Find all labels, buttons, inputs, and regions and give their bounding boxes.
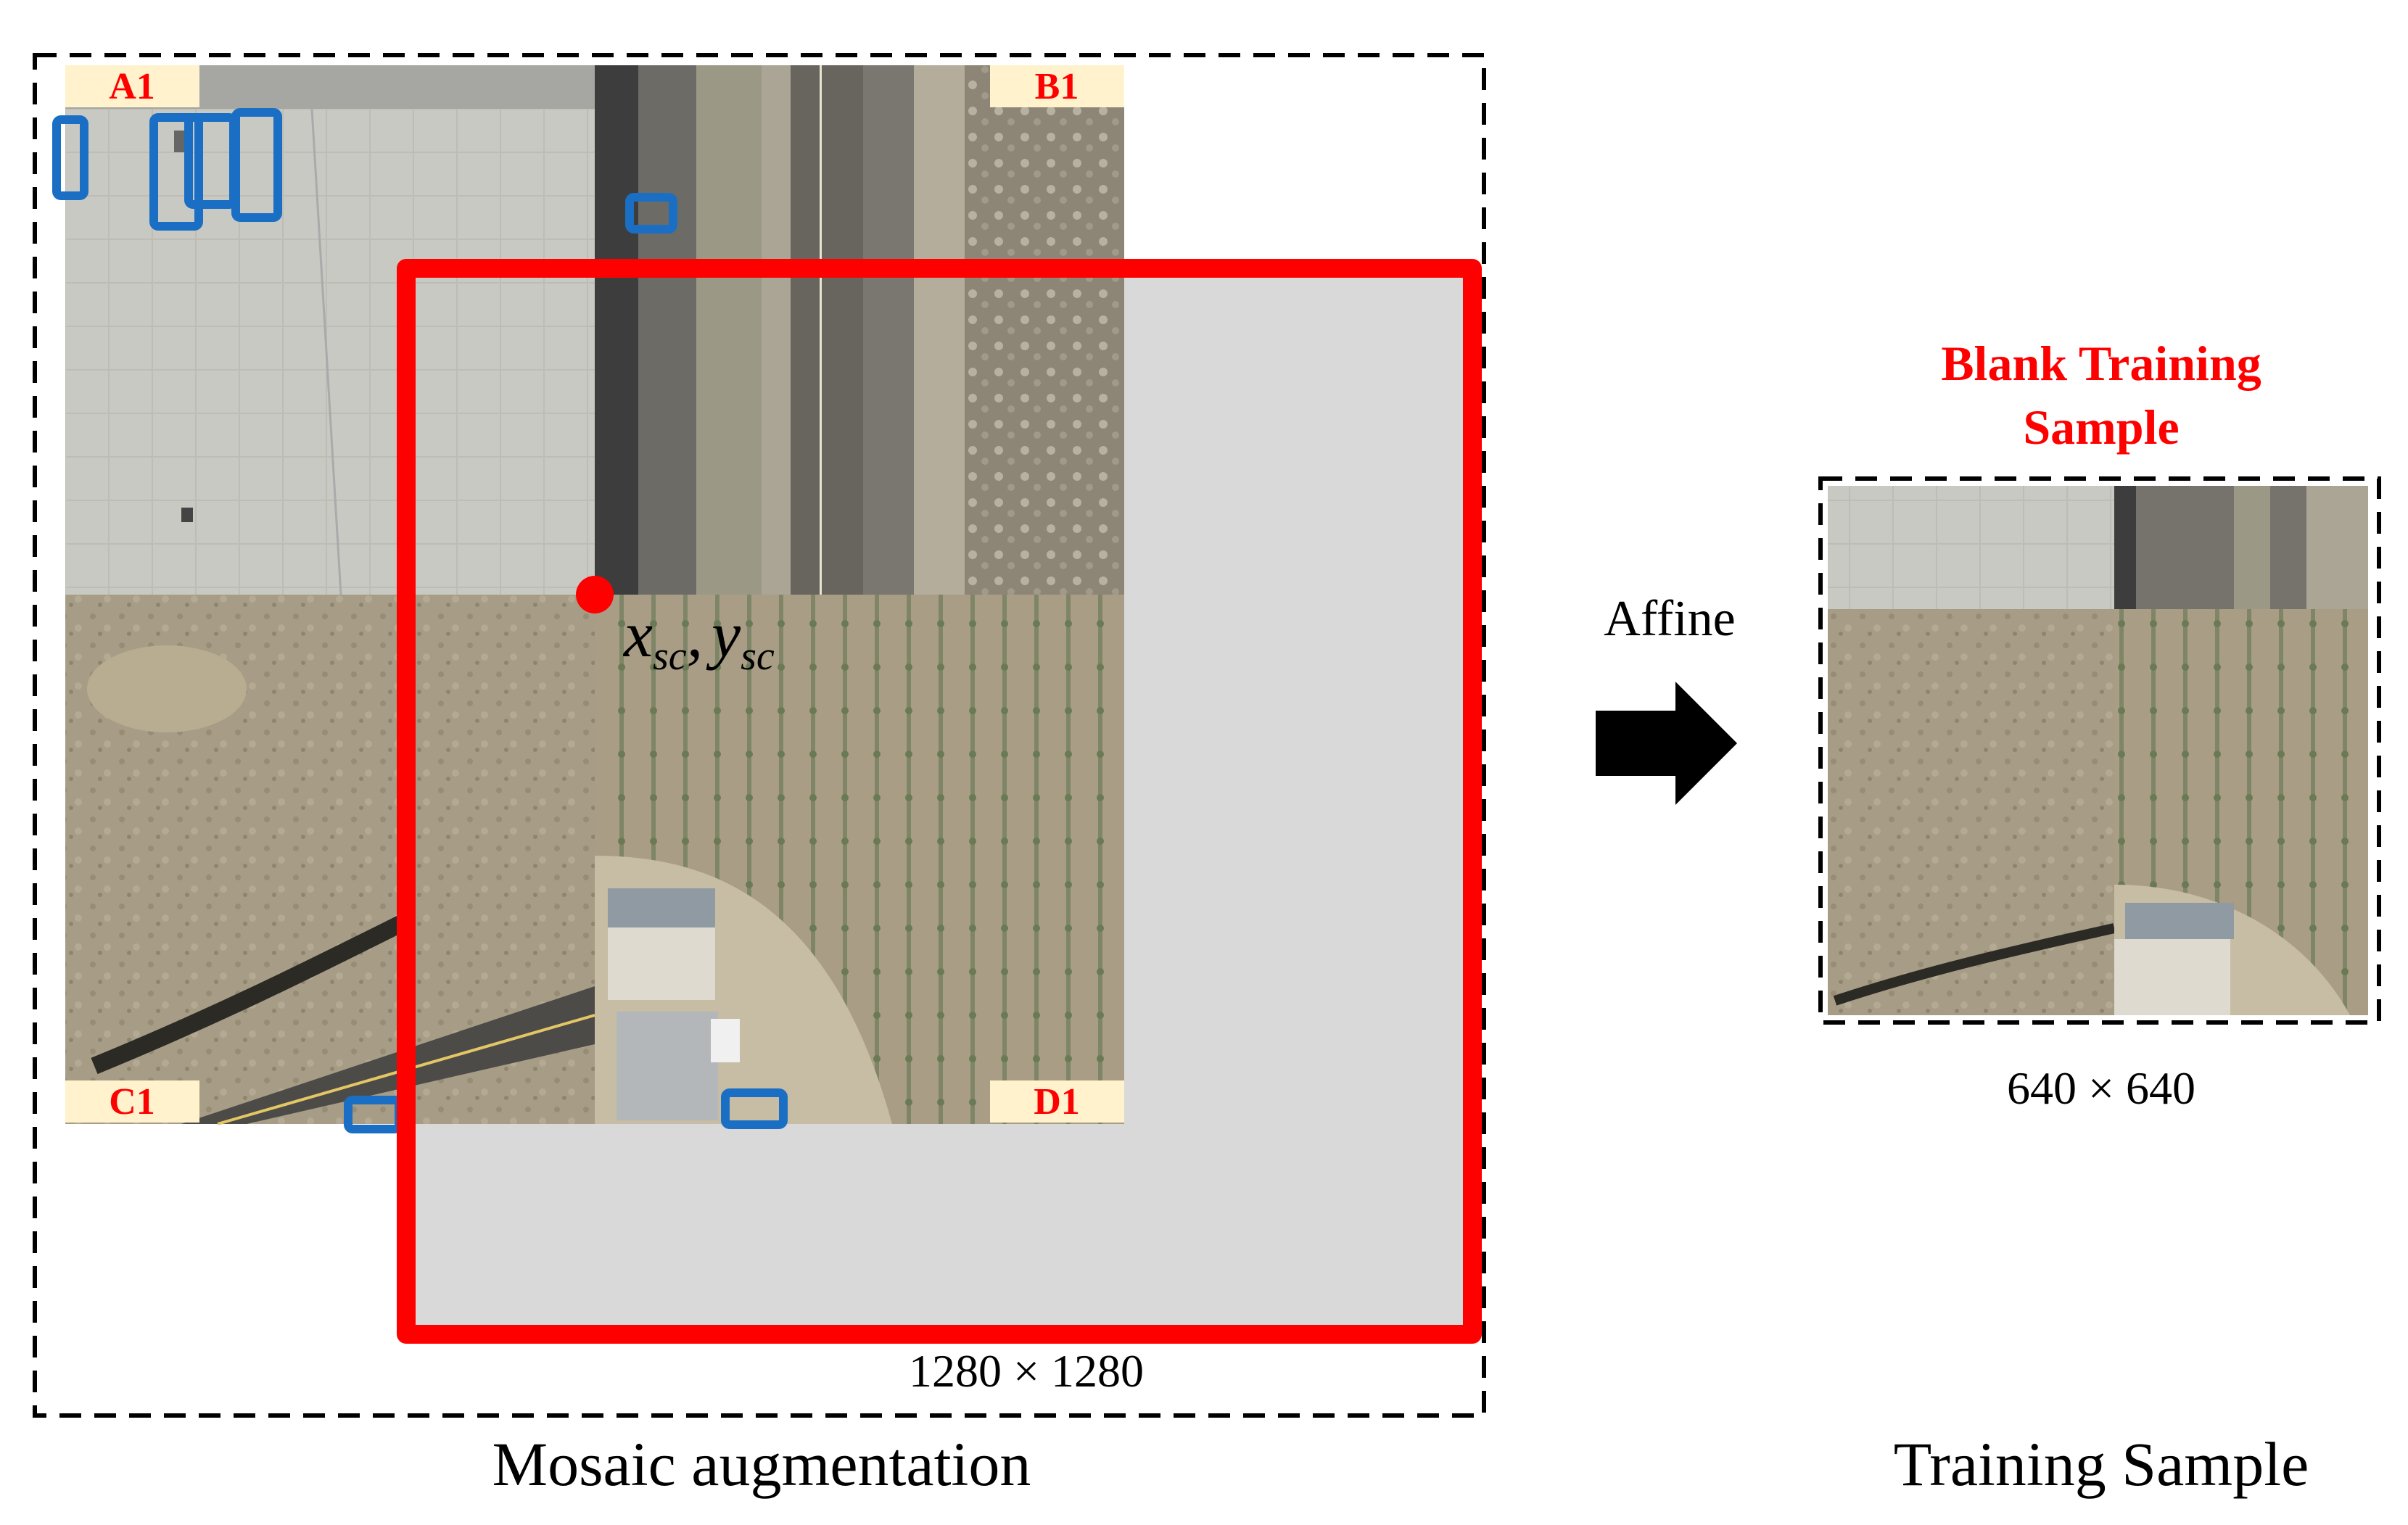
tile-d1-image: [595, 595, 1124, 1124]
mosaic-size-label: 1280 × 1280: [909, 1345, 1144, 1397]
svg-text:C1: C1: [109, 1081, 155, 1123]
affine-label: Affine: [1604, 591, 1735, 647]
tile-b1-image: [595, 65, 1124, 595]
bbox-b1-car: [625, 193, 677, 233]
tile-c1-image: [65, 595, 595, 1125]
training-size-label: 640 × 640: [2007, 1062, 2195, 1114]
mosaic-center-point: [576, 576, 614, 613]
mosaic-caption: Mosaic augmentation: [492, 1429, 1031, 1499]
svg-text:D1: D1: [1034, 1081, 1080, 1123]
tile-label-b1: B1: [990, 65, 1124, 107]
affine-arrow-icon: [1596, 682, 1737, 805]
mosaic-outer-border: [33, 53, 1486, 1418]
training-caption: Training Sample: [1894, 1429, 2309, 1499]
bbox-d1-vehicle: [721, 1088, 788, 1129]
svg-text:B1: B1: [1035, 66, 1079, 107]
tile-label-a1: A1: [65, 65, 199, 107]
tile-label-d1: D1: [990, 1080, 1124, 1123]
center-point-label: xsc,ysc: [622, 599, 775, 679]
tile-a1-image: [65, 65, 595, 595]
training-sample-image: [1828, 486, 2368, 1015]
training-sample-border: [1818, 476, 2381, 1025]
bbox-a1-truck-3: [231, 108, 282, 222]
blank-sample-title-line1: Blank Training: [1941, 336, 2261, 391]
tile-label-c1: C1: [65, 1080, 199, 1123]
bbox-a1-vehicle-1: [52, 115, 88, 200]
bbox-a1-truck-1: [149, 113, 203, 231]
blank-sample-title-line2: Sample: [2023, 400, 2179, 455]
svg-text:A1: A1: [109, 66, 155, 107]
crop-frame: [397, 259, 1482, 1344]
